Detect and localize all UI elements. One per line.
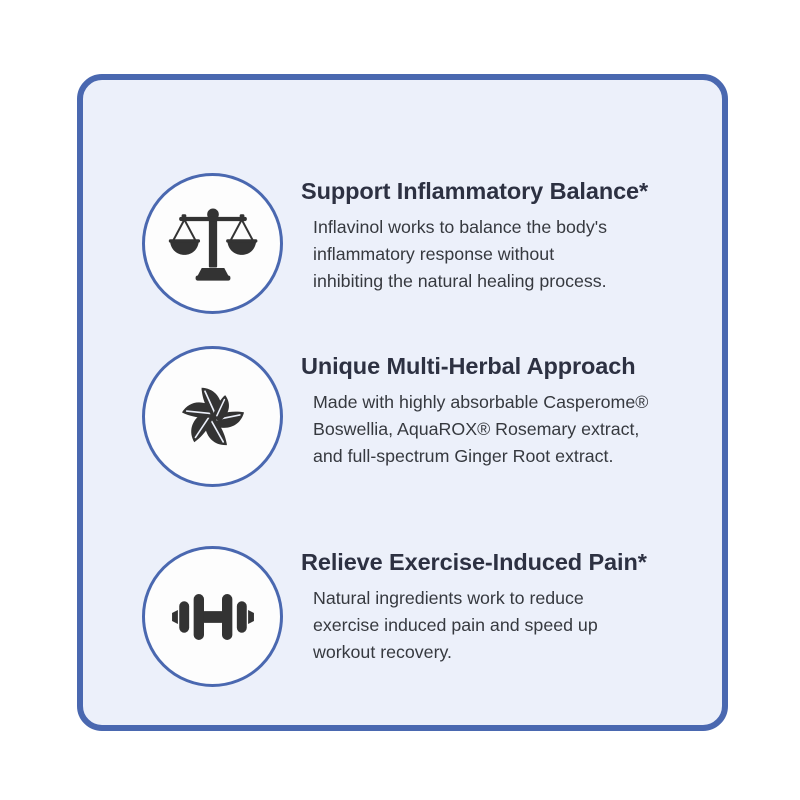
feature-heading: Support Inflammatory Balance* <box>301 178 649 204</box>
feature-text-block: Relieve Exercise-Induced Pain* Natural i… <box>301 546 701 666</box>
feature-row: Relieve Exercise-Induced Pain* Natural i… <box>142 546 701 687</box>
feature-icon-badge <box>142 173 283 314</box>
feature-description-line: inhibiting the natural healing process. <box>313 271 607 292</box>
feature-row: Support Inflammatory Balance* Inflavinol… <box>142 173 701 314</box>
herbal-leaves-icon <box>165 369 261 465</box>
feature-description: Natural ingredients work to reduce exerc… <box>313 585 701 666</box>
feature-description-line: and full-spectrum Ginger Root extract. <box>313 446 614 467</box>
feature-heading: Unique Multi-Herbal Approach <box>301 353 636 379</box>
feature-description-line: Natural ingredients work to reduce <box>313 588 584 609</box>
feature-description-line: workout recovery. <box>313 642 453 663</box>
feature-description-line: exercise induced pain and speed up <box>313 615 598 636</box>
feature-description-line: Boswellia, AquaROX® Rosemary extract, <box>313 419 640 440</box>
feature-text-block: Support Inflammatory Balance* Inflavinol… <box>301 173 701 295</box>
feature-description-line: Made with highly absorbable Casperome® <box>313 392 649 413</box>
feature-description-line: inflammatory response without <box>313 244 555 265</box>
feature-heading: Relieve Exercise-Induced Pain* <box>301 549 647 575</box>
feature-description: Made with highly absorbable Casperome® B… <box>313 389 701 470</box>
balance-scale-icon <box>166 197 260 291</box>
feature-icon-badge <box>142 546 283 687</box>
feature-panel: Support Inflammatory Balance* Inflavinol… <box>77 74 728 731</box>
feature-description-line: Inflavinol works to balance the body's <box>313 217 607 238</box>
feature-text-block: Unique Multi-Herbal Approach Made with h… <box>301 346 701 470</box>
feature-description: Inflavinol works to balance the body's i… <box>313 214 701 295</box>
feature-row: Unique Multi-Herbal Approach Made with h… <box>142 346 701 487</box>
dumbbell-icon <box>168 572 258 662</box>
feature-icon-badge <box>142 346 283 487</box>
